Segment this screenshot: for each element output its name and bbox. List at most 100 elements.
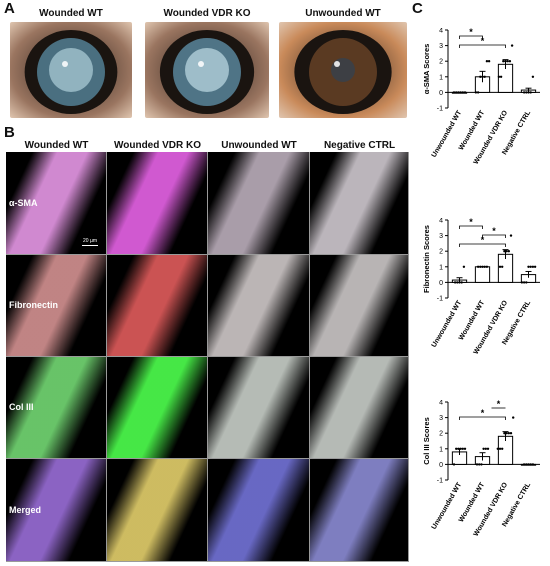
data-point: [509, 432, 513, 435]
x-tick-label: Unwounded WT: [431, 109, 464, 159]
data-point: [508, 60, 512, 63]
column-header: Wounded WT: [24, 140, 89, 151]
column-header: Unwounded WT: [221, 140, 297, 151]
data-point: [483, 75, 486, 78]
y-tick-label: -1: [437, 478, 443, 485]
reflection: [198, 61, 204, 67]
data-point: [522, 91, 526, 94]
micrograph: [310, 255, 409, 357]
row-label: Col III: [9, 402, 34, 412]
bar: [474, 266, 491, 283]
data-point: [501, 447, 504, 450]
significance-star: *: [469, 28, 473, 37]
data-point: [504, 60, 507, 63]
row-label: Fibronectin: [9, 300, 58, 310]
data-point: [509, 234, 513, 237]
data-point: [507, 250, 510, 253]
micrograph: [208, 357, 310, 459]
data-point: [499, 75, 503, 78]
x-tick-label: Unwounded WT: [431, 481, 464, 531]
data-point: [462, 265, 466, 268]
data-point: [512, 416, 515, 419]
scale-bar-label: 20 µm: [83, 238, 97, 244]
data-point: [531, 265, 535, 268]
data-point: [459, 91, 462, 94]
significance-bracket: [459, 44, 506, 48]
panel-c-label: C: [412, 0, 423, 17]
column-header: Wounded VDR KO: [113, 140, 202, 151]
data-point: [452, 463, 456, 466]
y-axis-label: Col III Scores: [422, 417, 431, 465]
column-header: Negative CTRL: [323, 140, 396, 151]
data-point: [461, 447, 464, 450]
data-point: [505, 432, 508, 435]
data-point: [497, 75, 501, 78]
data-point: [520, 281, 524, 284]
data-point: [485, 60, 489, 63]
data-point: [461, 91, 464, 94]
data-point: [484, 447, 487, 450]
data-point: [479, 75, 482, 78]
micrograph: [6, 152, 107, 255]
y-tick-label: 2: [439, 249, 443, 256]
data-point: [453, 281, 457, 284]
significance-bracket: [459, 35, 483, 39]
y-axis-label: α-SMA Scores: [422, 44, 431, 95]
micrograph: [208, 152, 310, 255]
y-tick-label: 1: [439, 446, 443, 453]
data-point: [455, 447, 458, 450]
data-point: [506, 60, 509, 63]
significance-bracket: [459, 225, 483, 229]
micrograph: [310, 357, 409, 459]
photo-title: Unwounded WT: [305, 8, 381, 19]
data-point: [457, 91, 460, 94]
significance-star: *: [497, 400, 501, 409]
micrograph: [208, 255, 310, 357]
y-tick-label: 4: [439, 28, 443, 35]
data-point: [456, 281, 459, 284]
reflection: [62, 61, 68, 67]
significance-bracket: [482, 234, 506, 238]
data-point: [498, 447, 502, 450]
data-point: [527, 265, 530, 268]
data-point: [529, 91, 532, 94]
data-point: [459, 447, 462, 450]
data-point: [475, 463, 479, 466]
y-tick-label: 1: [439, 264, 443, 271]
data-point: [482, 447, 485, 450]
data-point: [496, 447, 499, 450]
y-tick-label: 2: [439, 59, 443, 66]
data-point: [525, 281, 528, 284]
y-tick-label: 2: [439, 431, 443, 438]
y-tick-label: 4: [439, 218, 443, 225]
micrograph: [107, 152, 208, 255]
panel-a-label: A: [4, 0, 15, 17]
data-point: [525, 463, 528, 466]
y-tick-label: 3: [439, 415, 443, 422]
data-point: [485, 265, 489, 268]
data-point: [503, 250, 506, 253]
y-tick-label: -1: [437, 296, 443, 303]
data-point: [463, 91, 467, 94]
y-tick-label: 1: [439, 74, 443, 81]
micrograph: [6, 459, 107, 562]
data-point: [452, 91, 456, 94]
cornea-haze: [331, 58, 355, 82]
data-point: [474, 91, 478, 94]
y-axis-label: Fibronectin Scores: [422, 225, 431, 293]
data-point: [531, 75, 535, 78]
data-point: [479, 265, 482, 268]
data-point: [527, 463, 530, 466]
data-point: [522, 463, 526, 466]
scale-bar: [82, 245, 98, 246]
data-point: [529, 265, 532, 268]
y-tick-label: 3: [439, 233, 443, 240]
y-tick-label: 4: [439, 400, 443, 407]
micrograph: [107, 357, 208, 459]
data-point: [522, 281, 526, 284]
eye-graphic: [159, 30, 255, 114]
data-point: [463, 447, 467, 450]
